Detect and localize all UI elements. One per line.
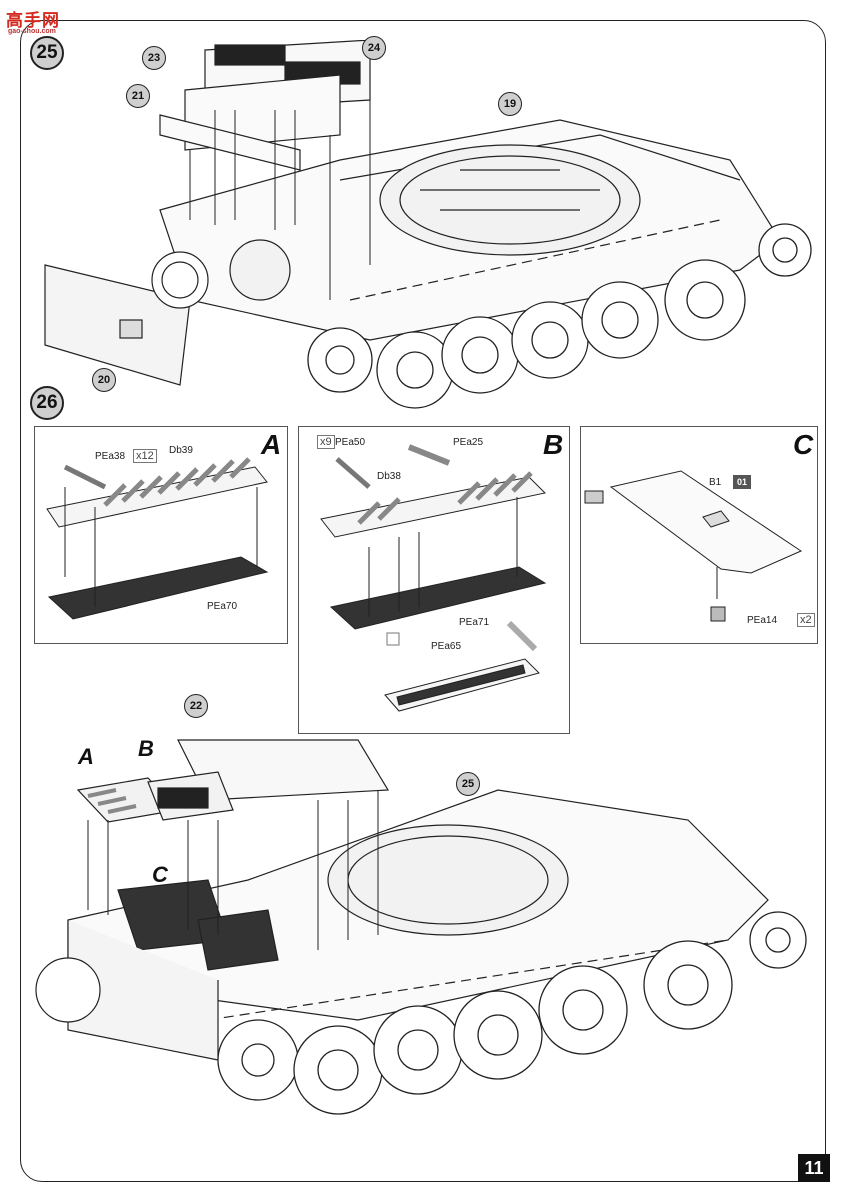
step-25-hull-drawing	[44, 40, 812, 409]
part-tag-01: 01	[733, 475, 752, 489]
part-label-pea70: PEa70	[207, 601, 238, 612]
main-label-c: C	[152, 862, 168, 887]
quantity-badge-x12: x12	[133, 449, 157, 463]
callout-19: 19	[498, 92, 522, 116]
watermark-logo: 高手网 gao-shou.com	[4, 4, 70, 40]
step-number-26: 26	[30, 386, 64, 420]
watermark-site-url: gao-shou.com	[8, 28, 56, 35]
part-label-db38: Db38	[377, 471, 401, 482]
main-label-b: B	[138, 736, 154, 761]
subassembly-panel-c: C B1 01 PEa14 x2	[580, 426, 818, 644]
part-label-pea38: PEa38	[95, 451, 126, 462]
subassembly-panel-a: A PEa38 x12 Db39 PEa70	[34, 426, 288, 644]
callout-23: 23	[142, 46, 166, 70]
step-26-hull-drawing	[35, 739, 807, 1115]
panel-c-drawing	[584, 470, 803, 622]
panel-a-drawing	[46, 457, 269, 620]
callout-24: 24	[362, 36, 386, 60]
part-label-pea65: PEa65	[431, 641, 462, 652]
part-label-pea50: PEa50	[335, 437, 366, 448]
subassembly-panel-b: B x9 PEa50 PEa25 Db38 PEa71 PEa65	[298, 426, 570, 734]
main-label-a: A	[78, 744, 94, 769]
callout-22: 22	[184, 694, 208, 718]
part-label-pea14: PEa14	[747, 615, 778, 626]
callout-25: 25	[456, 772, 480, 796]
quantity-badge-x9: x9	[317, 435, 335, 449]
page-frame	[20, 20, 826, 1182]
step-number-25: 25	[30, 36, 64, 70]
part-label-pea71: PEa71	[459, 617, 490, 628]
callout-21: 21	[126, 84, 150, 108]
callout-20: 20	[92, 368, 116, 392]
panel-b-letter: B	[543, 429, 564, 460]
panel-c-letter: C	[793, 429, 814, 460]
part-label-db39: Db39	[169, 445, 193, 456]
panel-a-letter: A	[261, 429, 282, 460]
quantity-badge-x2: x2	[797, 613, 815, 627]
watermark-site-name: 高手网	[6, 11, 60, 31]
part-label-b1: B1	[709, 477, 722, 488]
page-number: 11	[798, 1154, 830, 1182]
part-label-pea25: PEa25	[453, 437, 484, 448]
panel-b-drawing	[320, 444, 547, 712]
